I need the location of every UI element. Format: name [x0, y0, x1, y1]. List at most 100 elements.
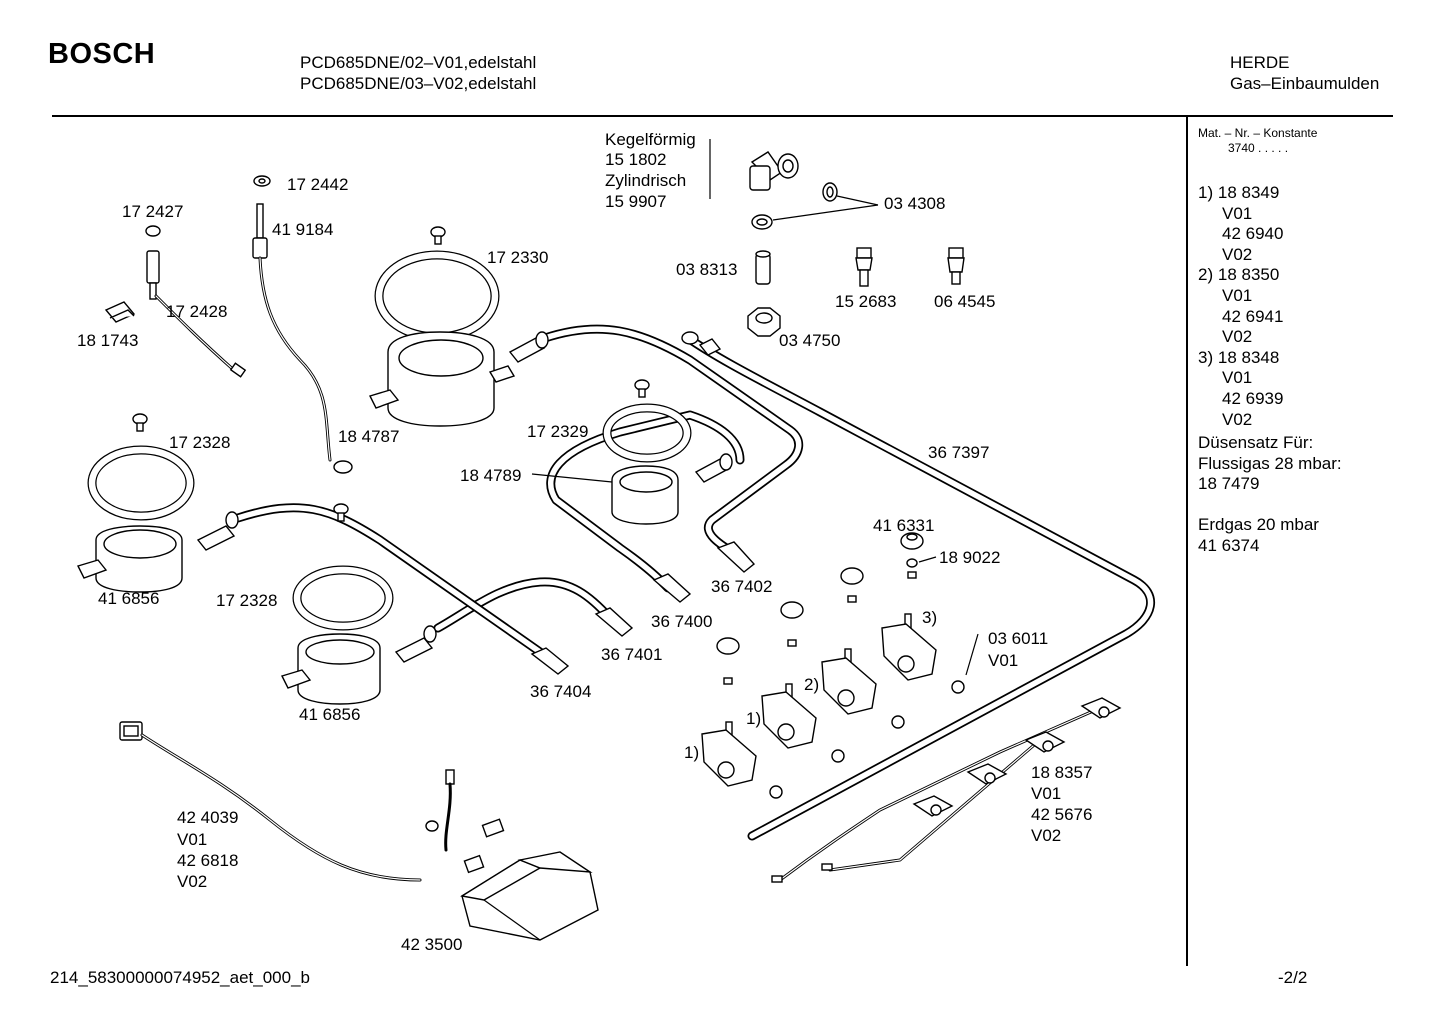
model-line-2: PCD685DNE/03–V02,edelstahl [300, 74, 537, 93]
mat-value: 3740 . . . . . [1228, 141, 1289, 155]
label-188357: 18 8357 [1031, 763, 1092, 782]
washer-034308-b [751, 214, 773, 230]
label-426818-v02: V02 [177, 872, 207, 891]
electrode-172428 [146, 250, 247, 378]
parts-sidebar: Mat. – Nr. – Konstante 3740 . . . . . 1)… [1198, 126, 1342, 556]
variant-part: 18 8348 [1217, 347, 1280, 367]
label-mark-3: 3) [922, 608, 937, 627]
label-038313: 03 8313 [676, 260, 737, 279]
variant-1: 1) 18 8349 V01 42 6940 V02 [1198, 183, 1342, 265]
washer-172442 [253, 175, 271, 187]
wire-terminals [771, 863, 833, 883]
cap-416331 [900, 532, 924, 550]
label-426818: 42 6818 [177, 851, 238, 870]
label-kegel-part: 15 1802 [605, 150, 666, 169]
label-425676-v02: V02 [1031, 826, 1061, 845]
label-189022: 18 9022 [939, 548, 1000, 567]
label-181743: 18 1743 [77, 331, 138, 350]
cap-3 [780, 601, 804, 647]
label-423500: 42 3500 [401, 935, 462, 954]
screw-172328-a [132, 413, 148, 432]
variant-2: 2) 18 8350 V01 42 6941 V02 [1198, 265, 1342, 347]
ignition-switch-2 [1024, 731, 1066, 753]
variant-part2: 42 6940 [1222, 224, 1284, 244]
label-mark-1a: 1) [684, 743, 699, 762]
model-line-1: PCD685DNE/02–V01,edelstahl [300, 53, 537, 72]
harness-connectors [425, 769, 505, 874]
seal-ring-172330 [374, 250, 500, 342]
elbow-connector [749, 151, 799, 191]
lpg-part: 18 7479 [1198, 474, 1260, 494]
leader [965, 633, 979, 676]
leader [836, 195, 879, 206]
label-172328-a: 17 2328 [169, 433, 230, 452]
screw-172330 [430, 226, 446, 245]
label-367401: 36 7401 [601, 645, 662, 664]
tap-seals [769, 715, 905, 799]
nozzle-038313 [755, 250, 771, 285]
cable-harness-424039 [119, 721, 422, 882]
cap-2 [840, 567, 864, 603]
variant-3: 3) 18 8348 V01 42 6939 V02 [1198, 348, 1342, 430]
nozzle-title: Düsensatz Für: [1198, 433, 1314, 453]
cap-4 [716, 637, 740, 685]
gas-pipe-367404 [233, 503, 545, 657]
fitting-367404 [530, 647, 570, 675]
seal-ring-172328-a [87, 445, 195, 521]
burner-housing-416856-b [281, 633, 381, 705]
burner-housing-184789 [611, 465, 679, 525]
label-172328-b: 17 2328 [216, 591, 277, 610]
mat-label: Mat. – Nr. – Konstante [1198, 126, 1318, 140]
label-mark-2: 2) [804, 675, 819, 694]
variant-marker: 3) [1198, 347, 1214, 367]
label-172428: 17 2428 [166, 302, 227, 321]
fitting-left-big [508, 331, 549, 363]
label-036011: 03 6011 [988, 629, 1048, 648]
gas-tap-1a [701, 721, 757, 787]
seal-ring-172328-b [292, 565, 394, 631]
gas-tap-3 [881, 613, 937, 681]
burner-housing-184787 [369, 331, 516, 427]
label-064545: 06 4545 [934, 292, 995, 311]
label-424039-v01: V01 [177, 830, 207, 849]
variant-v01: V01 [1222, 203, 1253, 223]
ignition-switch-4 [912, 795, 954, 817]
fitting-left-mid [196, 511, 239, 551]
label-152683: 15 2683 [835, 292, 896, 311]
document-id: 214_58300000074952_aet_000_b [50, 968, 310, 987]
leader [772, 204, 879, 221]
label-367397: 36 7397 [928, 443, 989, 462]
brand-logo: BOSCH [48, 38, 156, 70]
ignition-switch-1 [1080, 697, 1122, 719]
label-034750: 03 4750 [779, 331, 840, 350]
fitting-367402 [716, 541, 756, 573]
label-419184: 41 9184 [272, 220, 333, 239]
label-mark-1b: 1) [746, 709, 761, 728]
label-zyl-part: 15 9907 [605, 192, 666, 211]
screw-172328-b [333, 503, 349, 522]
label-425676: 42 5676 [1031, 805, 1092, 824]
label-172330: 17 2330 [487, 248, 548, 267]
label-367404: 36 7404 [530, 682, 591, 701]
burner-housing-416856-a [77, 525, 183, 593]
variant-v02: V02 [1222, 409, 1253, 429]
nut-034750 [747, 307, 781, 337]
variant-v01: V01 [1222, 285, 1253, 305]
fitting-367400 [652, 573, 692, 603]
screw-172329 [634, 379, 650, 398]
ignition-switch-3 [966, 763, 1008, 785]
category-line-2: Gas–Einbaumulden [1230, 74, 1380, 93]
fitting-left-small [394, 625, 437, 663]
washer-036011 [951, 680, 965, 694]
thermocouple-419184 [252, 203, 353, 474]
pipe-end-367397 [681, 331, 722, 356]
variant-part: 18 8349 [1217, 183, 1280, 202]
label-172427: 17 2427 [122, 202, 183, 221]
label-184787: 18 4787 [338, 427, 399, 446]
fitting-mid-1 [694, 453, 733, 483]
label-036011-v01: V01 [988, 651, 1018, 670]
washer-034308-a [822, 182, 838, 202]
label-367402: 36 7402 [711, 577, 772, 596]
model-list: PCD685DNE/02–V01,edelstahl PCD685DNE/03–… [300, 52, 536, 94]
label-034308: 03 4308 [884, 194, 945, 213]
